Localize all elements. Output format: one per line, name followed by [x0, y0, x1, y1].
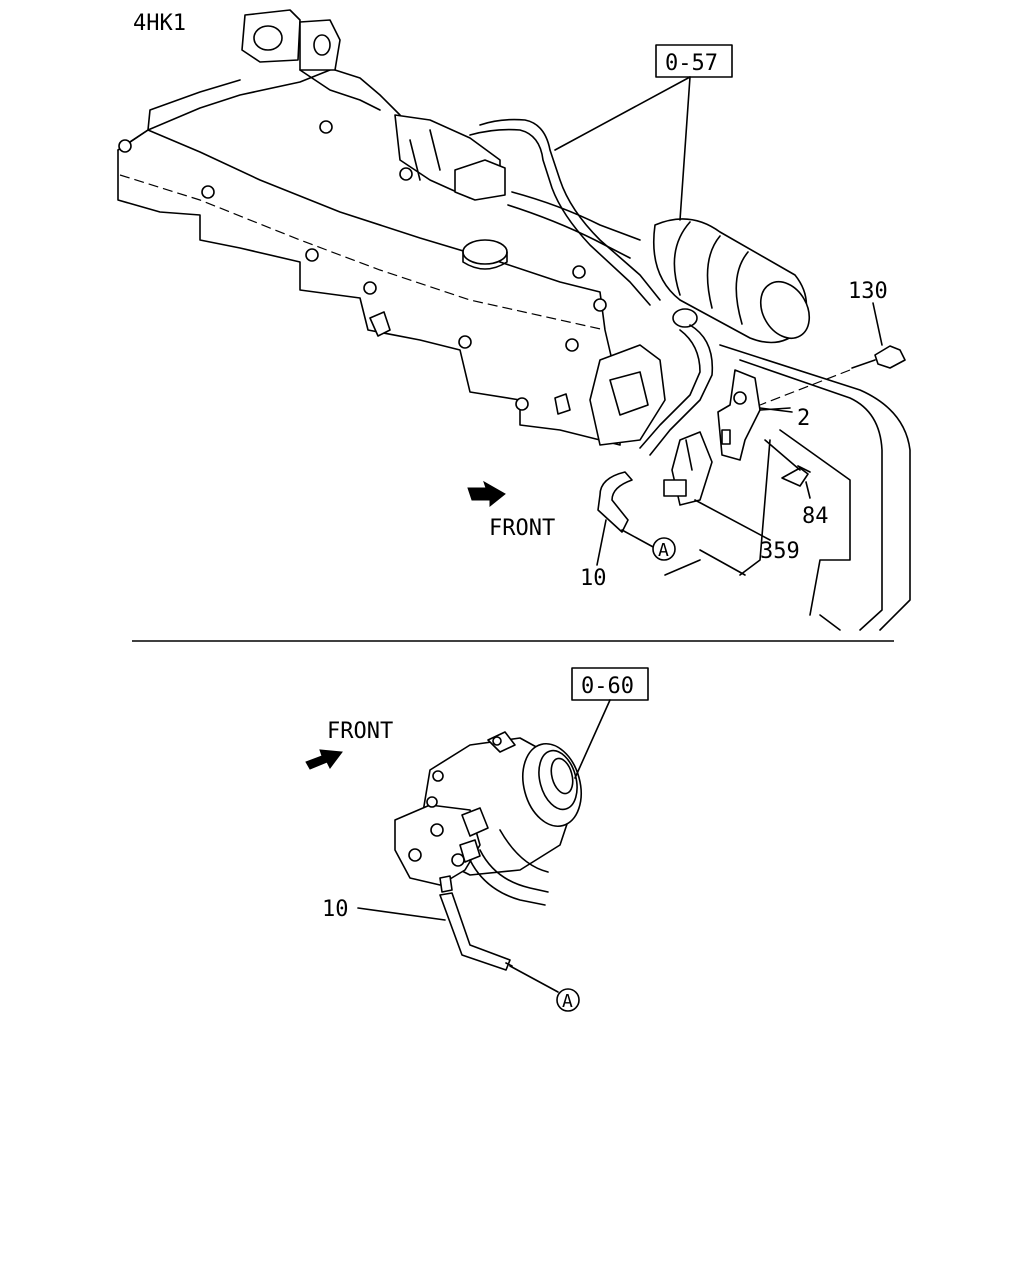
ref-box-0-57-label: 0-57 [665, 51, 718, 76]
bolt-part-84 [764, 439, 811, 487]
leader-10-upper [596, 519, 607, 566]
callout-84: 84 [802, 504, 829, 529]
leader-a-lower [509, 965, 559, 993]
small-hose-part-10 [597, 471, 633, 533]
leader-10-lower [357, 907, 446, 921]
leader-0-57-b [679, 76, 691, 221]
callout-10-upper: 10 [580, 566, 607, 591]
front-arrow-upper [467, 480, 506, 508]
ref-box-0-60 [571, 667, 649, 701]
intake-manifold [241, 9, 506, 201]
connector-marker-a-lower-label: A [562, 991, 573, 1012]
large-hose [652, 218, 811, 344]
ref-box-0-57 [655, 44, 733, 78]
leader-a-upper [621, 529, 656, 549]
leader-0-60 [574, 699, 611, 779]
frame-rail [664, 344, 911, 631]
front-label-lower: FRONT [327, 719, 393, 744]
callout-130: 130 [848, 279, 888, 304]
callout-2: 2 [797, 406, 810, 431]
valve-cover-illustration [117, 69, 621, 446]
callout-10-lower: 10 [322, 897, 349, 922]
tube-assembly [469, 118, 714, 456]
connector-marker-a-upper [652, 537, 676, 561]
front-label-upper: FRONT [489, 516, 555, 541]
upper-view: FRONT 0-57 130 2 84 359 10 A [117, 9, 911, 631]
small-hose-part-10-lower [439, 892, 513, 971]
connector-marker-a-upper-label: A [658, 540, 669, 561]
front-arrow-lower [305, 749, 343, 770]
bolt-part-130 [759, 302, 906, 406]
engine-code-label: 4HK1 [133, 11, 186, 36]
leader-0-57-a [554, 76, 691, 151]
sensor-part-359 [663, 431, 713, 506]
ref-box-0-60-label: 0-60 [581, 674, 634, 699]
compressor-illustration [394, 731, 582, 906]
leader-2 [759, 407, 793, 413]
leader-84 [805, 481, 811, 499]
leader-359 [694, 499, 771, 541]
lower-view: FRONT [305, 667, 649, 1012]
connector-marker-a-lower [556, 988, 580, 1012]
bracket-part-2 [717, 369, 791, 461]
callout-359: 359 [760, 539, 800, 564]
